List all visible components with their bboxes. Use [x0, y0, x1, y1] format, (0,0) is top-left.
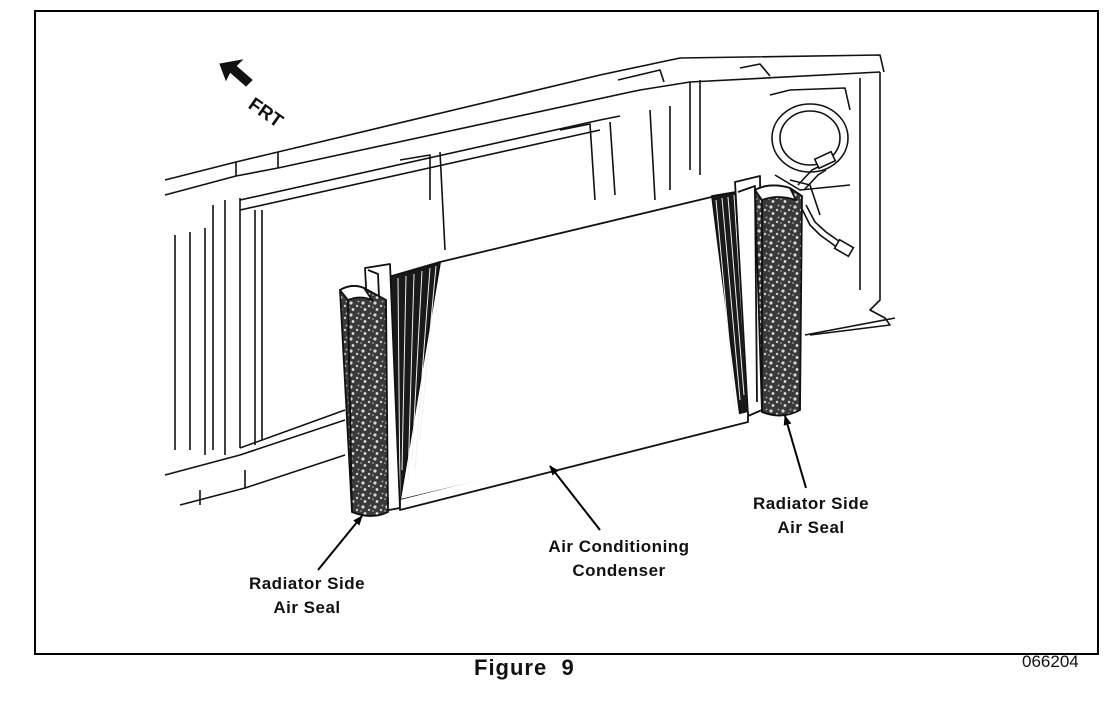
leader-seal-left [317, 515, 363, 571]
radiator-air-seal-right [753, 184, 803, 417]
leader-seal-right [783, 415, 807, 489]
label-condenser-line1: Air Conditioning [548, 537, 690, 556]
leader-lines [317, 415, 807, 571]
figure-id: 066204 [1022, 652, 1079, 671]
leader-condenser [549, 465, 601, 531]
frt-arrow-icon [219, 59, 253, 87]
label-seal-right-line1: Radiator Side [752, 494, 870, 513]
label-seal-right: Radiator Side Air Seal [732, 492, 890, 540]
figure-border [34, 10, 1099, 655]
label-condenser: Air Conditioning Condenser [527, 535, 711, 583]
label-seal-left-line2: Air Seal [273, 598, 341, 617]
label-seal-left-line1: Radiator Side [248, 574, 366, 593]
label-seal-right-line2: Air Seal [777, 518, 845, 537]
radiator-air-seal-left [338, 285, 389, 517]
label-seal-left: Radiator Side Air Seal [228, 572, 386, 620]
figure-caption: Figure 9 [474, 655, 575, 680]
refrigerant-line [789, 150, 855, 258]
radiator-support [164, 54, 896, 506]
condenser-core [364, 175, 763, 513]
label-condenser-line2: Condenser [572, 561, 666, 580]
